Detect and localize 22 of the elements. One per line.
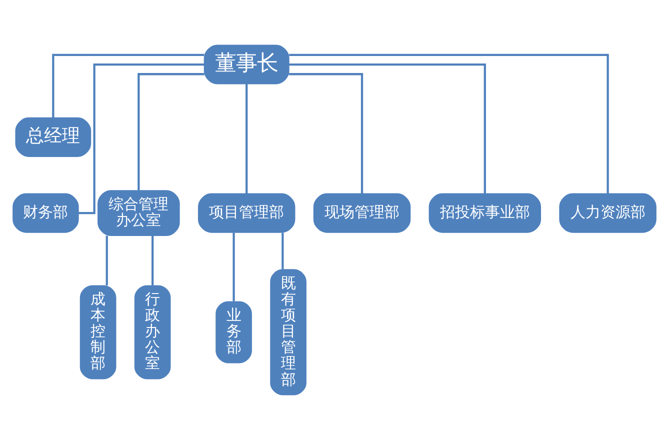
node-box: 现场管理部 [313,193,411,233]
connector [282,232,284,270]
connector [289,54,609,194]
node-box: 招投标事业部 [428,193,542,233]
node-box: 董事长 [204,44,290,84]
connector [106,236,108,286]
node-box: 行政办公室 [134,285,171,380]
connector [138,73,204,190]
connector [152,236,154,286]
node-box: 项目管理部 [198,193,296,233]
node-box: 成本控制部 [80,285,116,380]
connector [232,232,235,302]
node-box: 既有项目管理部 [270,269,306,396]
node-box: 业务部 [216,301,252,364]
node-box: 综合管理办公室 [98,190,180,236]
connector [246,84,248,194]
connector [288,73,364,194]
connector [52,54,204,118]
node-box: 总经理 [15,117,92,157]
node-box: 人力资源部 [559,193,656,233]
node-box: 财务部 [12,193,79,233]
connector [288,63,486,194]
